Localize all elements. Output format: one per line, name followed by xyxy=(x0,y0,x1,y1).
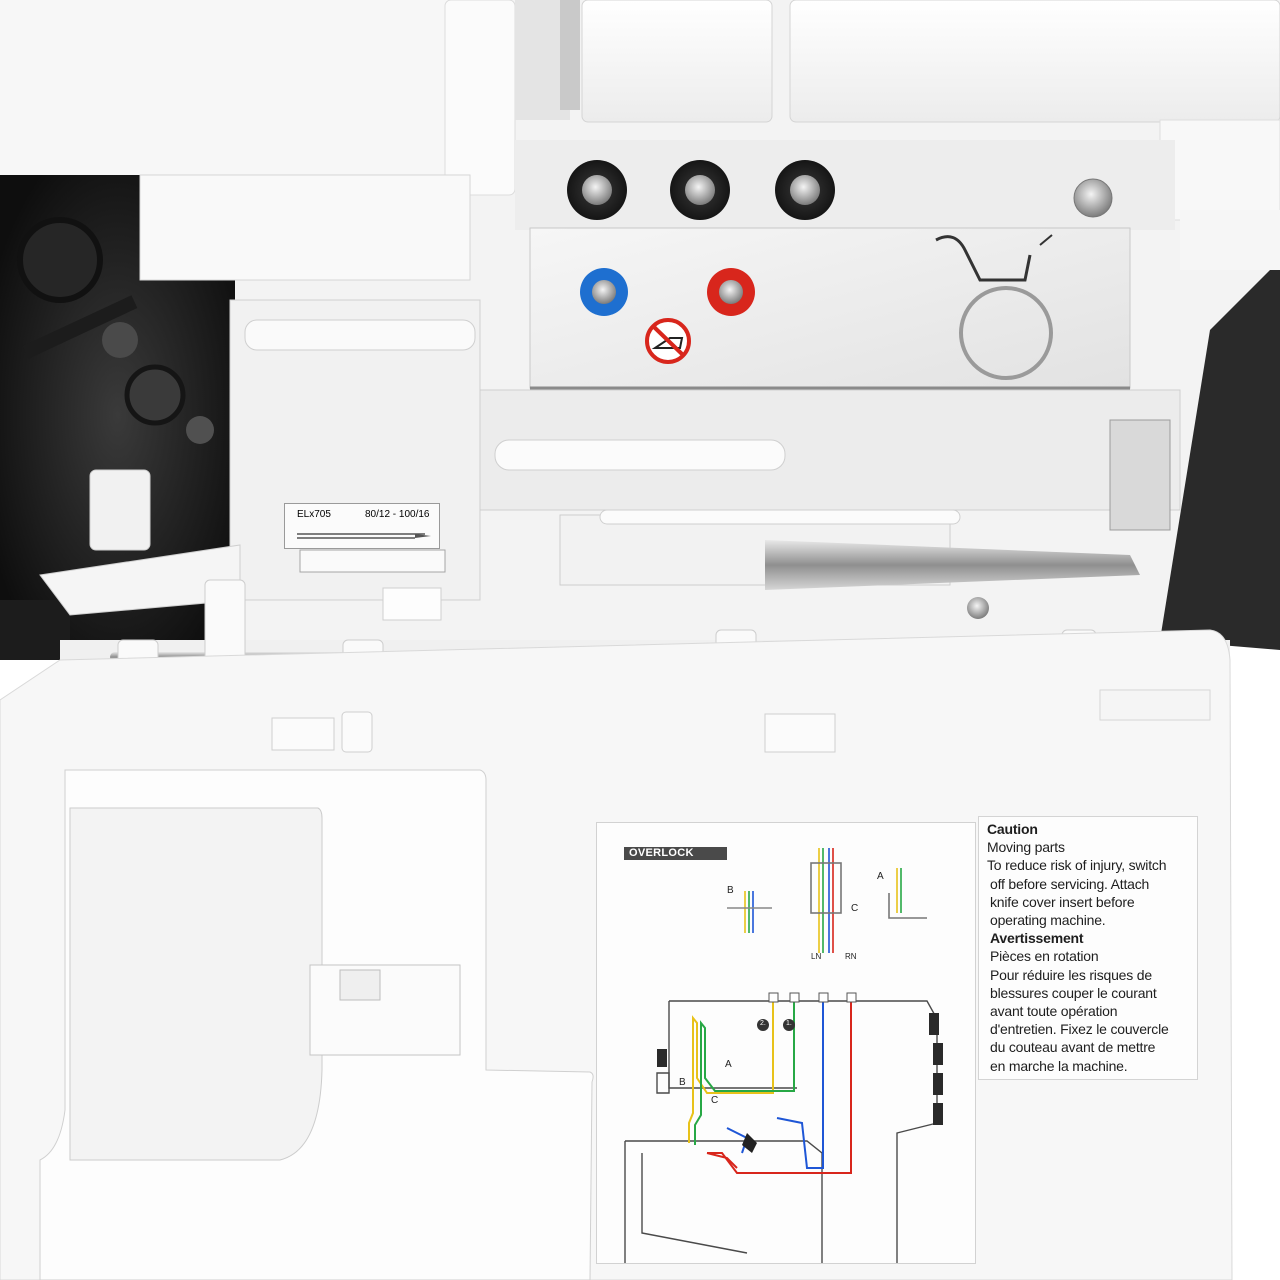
label-c-main: C xyxy=(711,1095,719,1106)
caution-line: Pièces en rotation xyxy=(990,948,1099,965)
caution-line: Moving parts xyxy=(987,839,1065,856)
label-rn: RN xyxy=(845,952,857,961)
caution-line: d'entretien. Fixez le couvercle xyxy=(990,1021,1169,1038)
label-ln: LN xyxy=(811,952,822,961)
label-step-2: 2. xyxy=(760,1020,766,1027)
avertissement-heading: Avertissement xyxy=(990,930,1084,947)
caution-line: avant toute opération xyxy=(990,1003,1118,1020)
label-a-main: A xyxy=(725,1059,732,1070)
threading-diagram-card: OVERLOCK xyxy=(596,822,976,1264)
caution-line: blessures couper le courant xyxy=(990,984,1157,1001)
looper-icons-label xyxy=(299,549,446,573)
needle-sizes-text: 80/12 - 100/16 xyxy=(365,509,430,520)
label-b-top: B xyxy=(727,885,734,896)
label-c-top: C xyxy=(851,903,859,914)
cover-latch xyxy=(309,964,461,1056)
tweezers xyxy=(765,540,1140,590)
needle-threading-icon xyxy=(935,234,1053,380)
caution-line: Pour réduire les risques de xyxy=(990,966,1152,983)
caution-line: off before servicing. Attach xyxy=(990,875,1150,892)
caution-line: operating machine. xyxy=(990,912,1106,929)
lower-looper-cover xyxy=(69,807,323,1161)
needle-model-text: ELx705 xyxy=(297,509,331,520)
caution-line: du couteau avant de mettre xyxy=(990,1039,1156,1056)
caution-line: en marche la machine. xyxy=(990,1057,1128,1074)
caution-line: To reduce risk of injury, switch xyxy=(987,857,1167,874)
caution-label: Caution Moving parts To reduce risk of i… xyxy=(978,816,1198,1080)
no-oil-icon xyxy=(645,318,691,364)
label-a-top: A xyxy=(877,871,884,882)
screw-4 xyxy=(1073,178,1113,218)
caution-line: knife cover insert before xyxy=(990,893,1135,910)
label-b-main: B xyxy=(679,1077,686,1088)
threading-diagram xyxy=(624,848,943,1263)
needle-plate xyxy=(529,227,1131,389)
needle-size-label: ELx705 80/12 - 100/16 xyxy=(284,503,440,549)
label-step-1: 1. xyxy=(786,1020,792,1027)
overlock-title: OVERLOCK xyxy=(624,847,727,860)
needle-icon xyxy=(297,533,431,539)
caution-heading: Caution xyxy=(987,821,1038,837)
